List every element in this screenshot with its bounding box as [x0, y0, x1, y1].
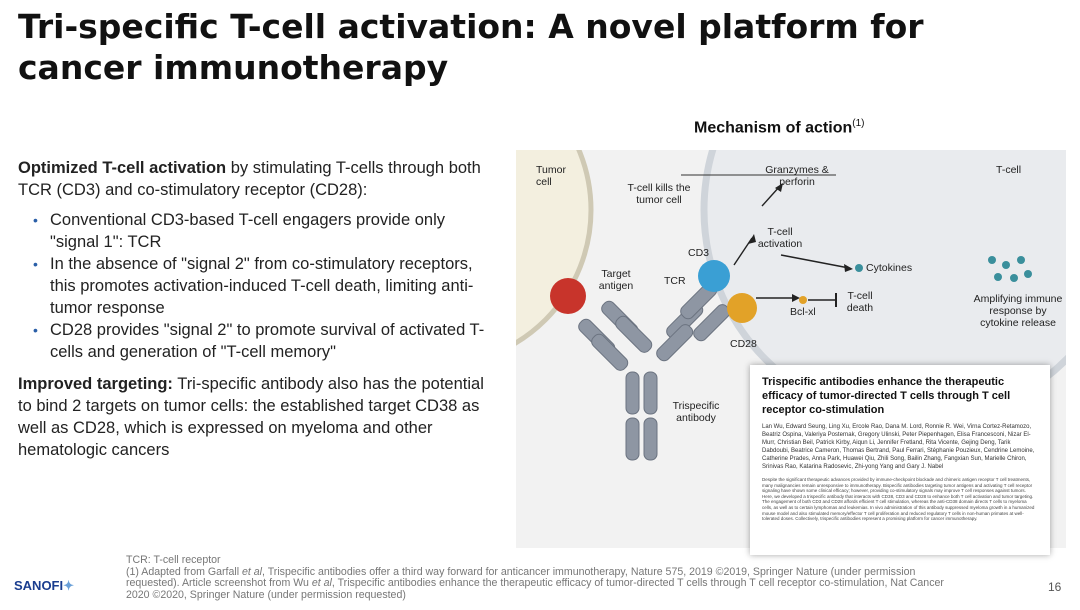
- article-screenshot: Trispecific antibodies enhance the thera…: [750, 365, 1050, 555]
- footnote-ref-2: requested). Article screenshot from Wu e…: [126, 577, 944, 590]
- slide-title: Tri-specific T-cell activation: A novel …: [18, 7, 924, 87]
- mechanism-title: Mechanism of action(1): [694, 118, 865, 137]
- label-cd28: CD28: [730, 338, 757, 350]
- footnote-ref-3: 2020 ©2020, Springer Nature (under permi…: [126, 588, 406, 601]
- label-tcr: TCR: [664, 275, 686, 287]
- mechanism-diagram: [516, 150, 1066, 461]
- label-amplifying: Amplifying immune response by cytokine r…: [973, 293, 1063, 329]
- label-bclxl: Bcl-xl: [790, 306, 816, 318]
- target-antigen-domain: [550, 278, 586, 314]
- bclxl-dot: [799, 296, 807, 304]
- label-t-cell: T-cell: [996, 164, 1022, 176]
- footnote-ref-1: (1) Adapted from Garfall et al, Trispeci…: [126, 565, 916, 578]
- label-granzymes: Granzymes & perforin: [765, 164, 829, 188]
- arrow-head-icon: [792, 294, 800, 302]
- label-t-cell-death: T-cell death: [846, 290, 874, 314]
- arrow-head-icon: [748, 234, 756, 244]
- bullet-item: CD28 provides "signal 2" to promote surv…: [33, 319, 488, 363]
- heading-targeting: Improved targeting:: [18, 375, 173, 393]
- footnote-tcr: TCR: T-cell receptor: [126, 554, 221, 566]
- sanofi-logo: SANOFI✦: [14, 578, 75, 593]
- bullet-list: Conventional CD3-based T-cell engagers p…: [18, 209, 488, 363]
- cytokine-dot: [1017, 256, 1025, 264]
- cytokine-dot: [1010, 274, 1018, 282]
- label-cd3: CD3: [688, 247, 710, 259]
- cytokine-dot: [988, 256, 996, 264]
- label-t-cell-kills: T-cell kills the tumor cell: [627, 182, 691, 206]
- logo-mark-icon: ✦: [63, 578, 75, 593]
- bullet-item: Conventional CD3-based T-cell engagers p…: [33, 209, 488, 253]
- label-target-antigen: Target antigen: [598, 268, 634, 292]
- cd3-domain: [698, 260, 730, 292]
- label-trispecific-antibody: Trispecific antibody: [672, 400, 720, 424]
- cd28-domain: [727, 293, 757, 323]
- heading-optimized: Optimized T-cell activation: [18, 159, 227, 177]
- arrow-head-icon: [844, 264, 853, 272]
- article-title: Trispecific antibodies enhance the thera…: [762, 376, 1011, 416]
- footnotes: TCR: T-cell receptor (1) Adapted from Ga…: [126, 554, 1036, 601]
- cytokine-dot: [1002, 261, 1010, 269]
- paragraph-targeting: Improved targeting: Tri-specific antibod…: [18, 375, 484, 459]
- antibody-shape: [578, 282, 731, 461]
- page-number: 16: [1048, 580, 1062, 594]
- arrow-head-icon: [775, 183, 783, 192]
- cytokine-dot: [855, 264, 863, 272]
- article-authors: Lan Wu, Edward Seung, Ling Xu, Ercole Ra…: [762, 424, 1035, 470]
- paragraph-optimized: Optimized T-cell activation by stimulati…: [18, 159, 481, 199]
- body-text: Optimized T-cell activation by stimulati…: [18, 157, 488, 469]
- bullet-item: In the absence of "signal 2" from co-sti…: [33, 253, 488, 319]
- label-cytokines: Cytokines: [866, 262, 913, 274]
- article-abstract: Despite the significant therapeutic adva…: [762, 477, 1035, 522]
- tumor-cell-shape: [516, 150, 594, 346]
- label-tumor-cell: Tumor cell: [536, 164, 566, 188]
- cytokine-dot: [994, 273, 1002, 281]
- label-t-cell-activation: T-cell activation: [757, 226, 803, 250]
- cytokine-arrow: [780, 254, 850, 269]
- cytokine-dot: [1024, 270, 1032, 278]
